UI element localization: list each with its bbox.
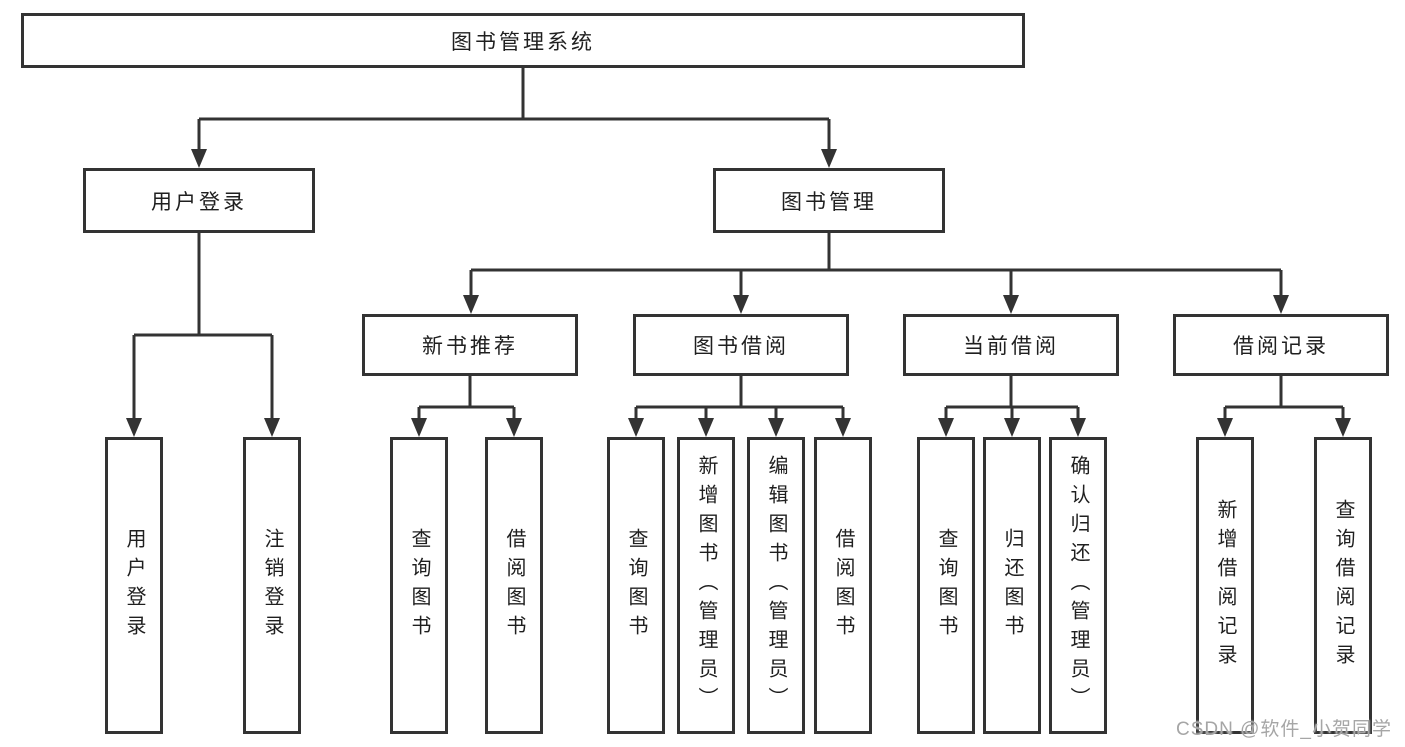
node-book-borrow-label: 图书借阅	[693, 335, 789, 358]
leaf-confirm-return-admin: 确认归还（管理员）	[1049, 437, 1107, 734]
node-book-management-label: 图书管理	[781, 190, 877, 214]
connector-current-borrow-to-leaves	[938, 376, 1086, 437]
node-book-management: 图书管理	[713, 168, 945, 233]
leaf-confirm-return-admin-label: 确认归还（管理员）	[1067, 455, 1089, 716]
leaf-borrow-books: 借阅图书	[814, 437, 872, 734]
leaf-borrow-books-recommend-label: 借阅图书	[503, 527, 525, 644]
leaf-borrow-books-label: 借阅图书	[832, 527, 854, 644]
node-current-borrow-label: 当前借阅	[963, 335, 1059, 358]
node-new-book-recommend-label: 新书推荐	[422, 335, 518, 358]
node-current-borrow: 当前借阅	[903, 314, 1119, 376]
node-borrow-records-label: 借阅记录	[1233, 335, 1329, 358]
leaf-borrow-books-recommend: 借阅图书	[485, 437, 543, 734]
leaf-return-books-label: 归还图书	[1001, 527, 1023, 644]
node-user-login: 用户登录	[83, 168, 315, 233]
leaf-add-borrow-record-label: 新增借阅记录	[1214, 498, 1236, 673]
node-root-label: 图书管理系统	[451, 30, 595, 54]
node-root: 图书管理系统	[21, 13, 1025, 68]
connector-book-borrow-to-leaves	[628, 376, 851, 437]
leaf-add-borrow-record: 新增借阅记录	[1196, 437, 1254, 734]
leaf-add-book-admin-label: 新增图书（管理员）	[695, 455, 717, 716]
connector-user-login-to-leaves	[126, 233, 280, 437]
node-book-borrow: 图书借阅	[633, 314, 849, 376]
leaf-logout-label: 注销登录	[261, 527, 283, 644]
connector-root-to-level2	[191, 68, 837, 168]
leaf-query-books-borrow: 查询图书	[607, 437, 665, 734]
leaf-logout: 注销登录	[243, 437, 301, 734]
leaf-query-books-borrow-label: 查询图书	[625, 527, 647, 644]
leaf-query-borrow-record: 查询借阅记录	[1314, 437, 1372, 734]
leaf-query-books-recommend-label: 查询图书	[408, 527, 430, 644]
leaf-query-books-recommend: 查询图书	[390, 437, 448, 734]
leaf-query-borrow-record-label: 查询借阅记录	[1332, 498, 1354, 673]
leaf-edit-book-admin: 编辑图书（管理员）	[747, 437, 805, 734]
leaf-query-books-current-label: 查询图书	[935, 527, 957, 644]
node-user-login-label: 用户登录	[151, 190, 247, 214]
leaf-add-book-admin: 新增图书（管理员）	[677, 437, 735, 734]
leaf-user-login-label: 用户登录	[123, 527, 145, 644]
leaf-return-books: 归还图书	[983, 437, 1041, 734]
connector-borrow-records-to-leaves	[1217, 376, 1351, 437]
csdn-watermark: CSDN @软件_小贺同学	[1176, 719, 1392, 740]
node-borrow-records: 借阅记录	[1173, 314, 1389, 376]
connector-book-management-to-level3	[463, 233, 1289, 314]
connector-new-book-to-leaves	[411, 376, 522, 437]
node-new-book-recommend: 新书推荐	[362, 314, 578, 376]
leaf-edit-book-admin-label: 编辑图书（管理员）	[765, 455, 787, 716]
leaf-query-books-current: 查询图书	[917, 437, 975, 734]
leaf-user-login: 用户登录	[105, 437, 163, 734]
